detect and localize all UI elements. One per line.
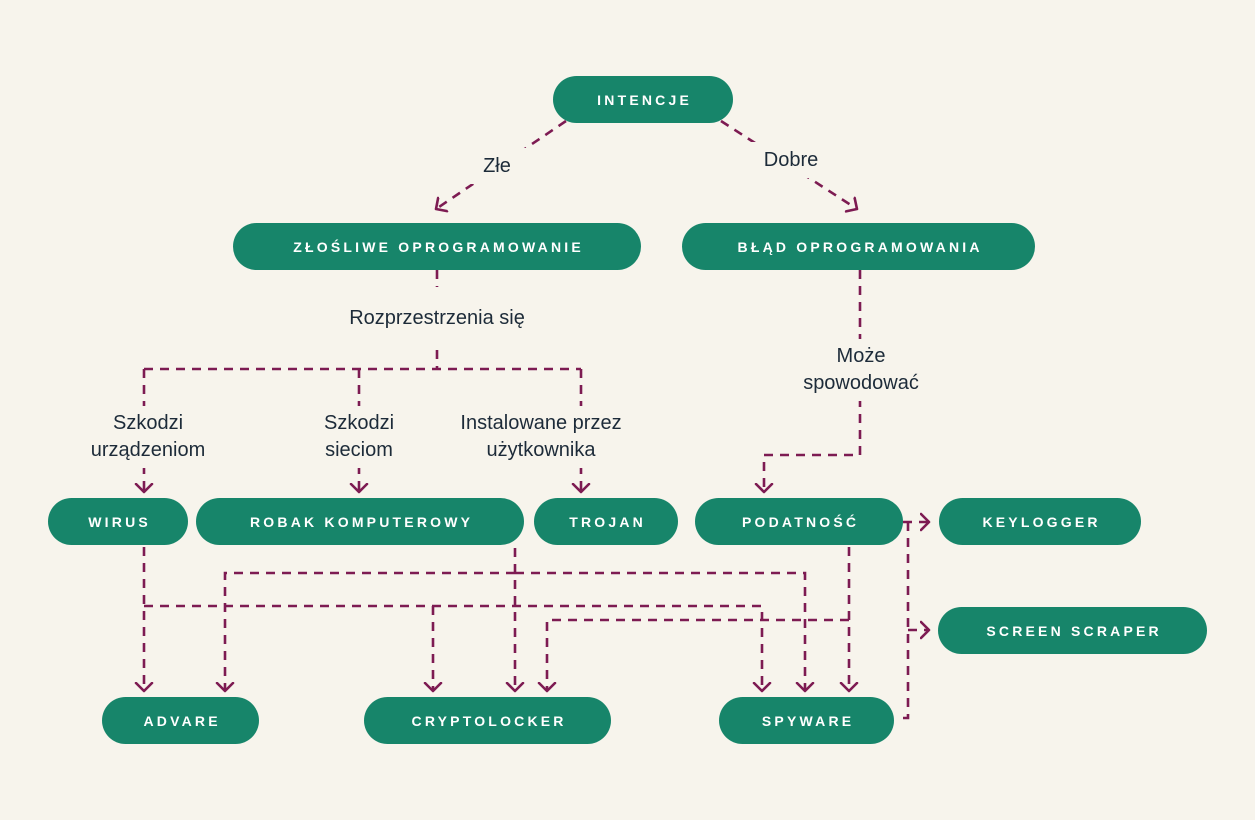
node-cryptolocker: CRYPTOLOCKER <box>364 697 611 744</box>
edge-right-riser <box>896 522 910 720</box>
node-intencje: INTENCJE <box>553 76 733 123</box>
node-screen-scraper: SCREEN SCRAPER <box>938 607 1207 654</box>
edge-wirus-spyware <box>144 604 762 691</box>
node-podatnosc: PODATNOŚĆ <box>695 498 903 545</box>
edge-label-moze-spowodowac: Może spowodować <box>785 339 937 401</box>
edge-label-szkodzi-urzadzeniom: Szkodzi urządzeniom <box>78 406 218 468</box>
edge-robak-advare <box>225 571 515 691</box>
edge-robak-spyware <box>515 571 805 691</box>
node-spyware: SPYWARE <box>719 697 894 744</box>
node-advare: ADVARE <box>102 697 259 744</box>
node-keylogger: KEYLOGGER <box>939 498 1141 545</box>
edge-blad-podatnosc <box>764 270 862 492</box>
node-zloslive-oprogramowanie: ZŁOŚLIWE OPROGRAMOWANIE <box>233 223 641 270</box>
edge-intencje-zloslive <box>436 119 567 209</box>
edge-label-dobre: Dobre <box>749 142 833 178</box>
node-blad-oprogramowania: BŁĄD OPROGRAMOWANIA <box>682 223 1035 270</box>
edge-podatnosc-cryptolocker <box>547 618 849 691</box>
node-wirus: WIRUS <box>48 498 188 545</box>
edge-label-rozprzestrzenia: Rozprzestrzenia się <box>332 287 542 349</box>
edge-label-instalowane: Instalowane przez użytkownika <box>428 406 654 468</box>
node-robak-komputerowy: ROBAK KOMPUTEROWY <box>196 498 524 545</box>
edge-label-szkodzi-sieciom: Szkodzi sieciom <box>309 406 409 468</box>
edge-label-zle: Złe <box>465 148 529 184</box>
node-trojan: TROJAN <box>534 498 678 545</box>
